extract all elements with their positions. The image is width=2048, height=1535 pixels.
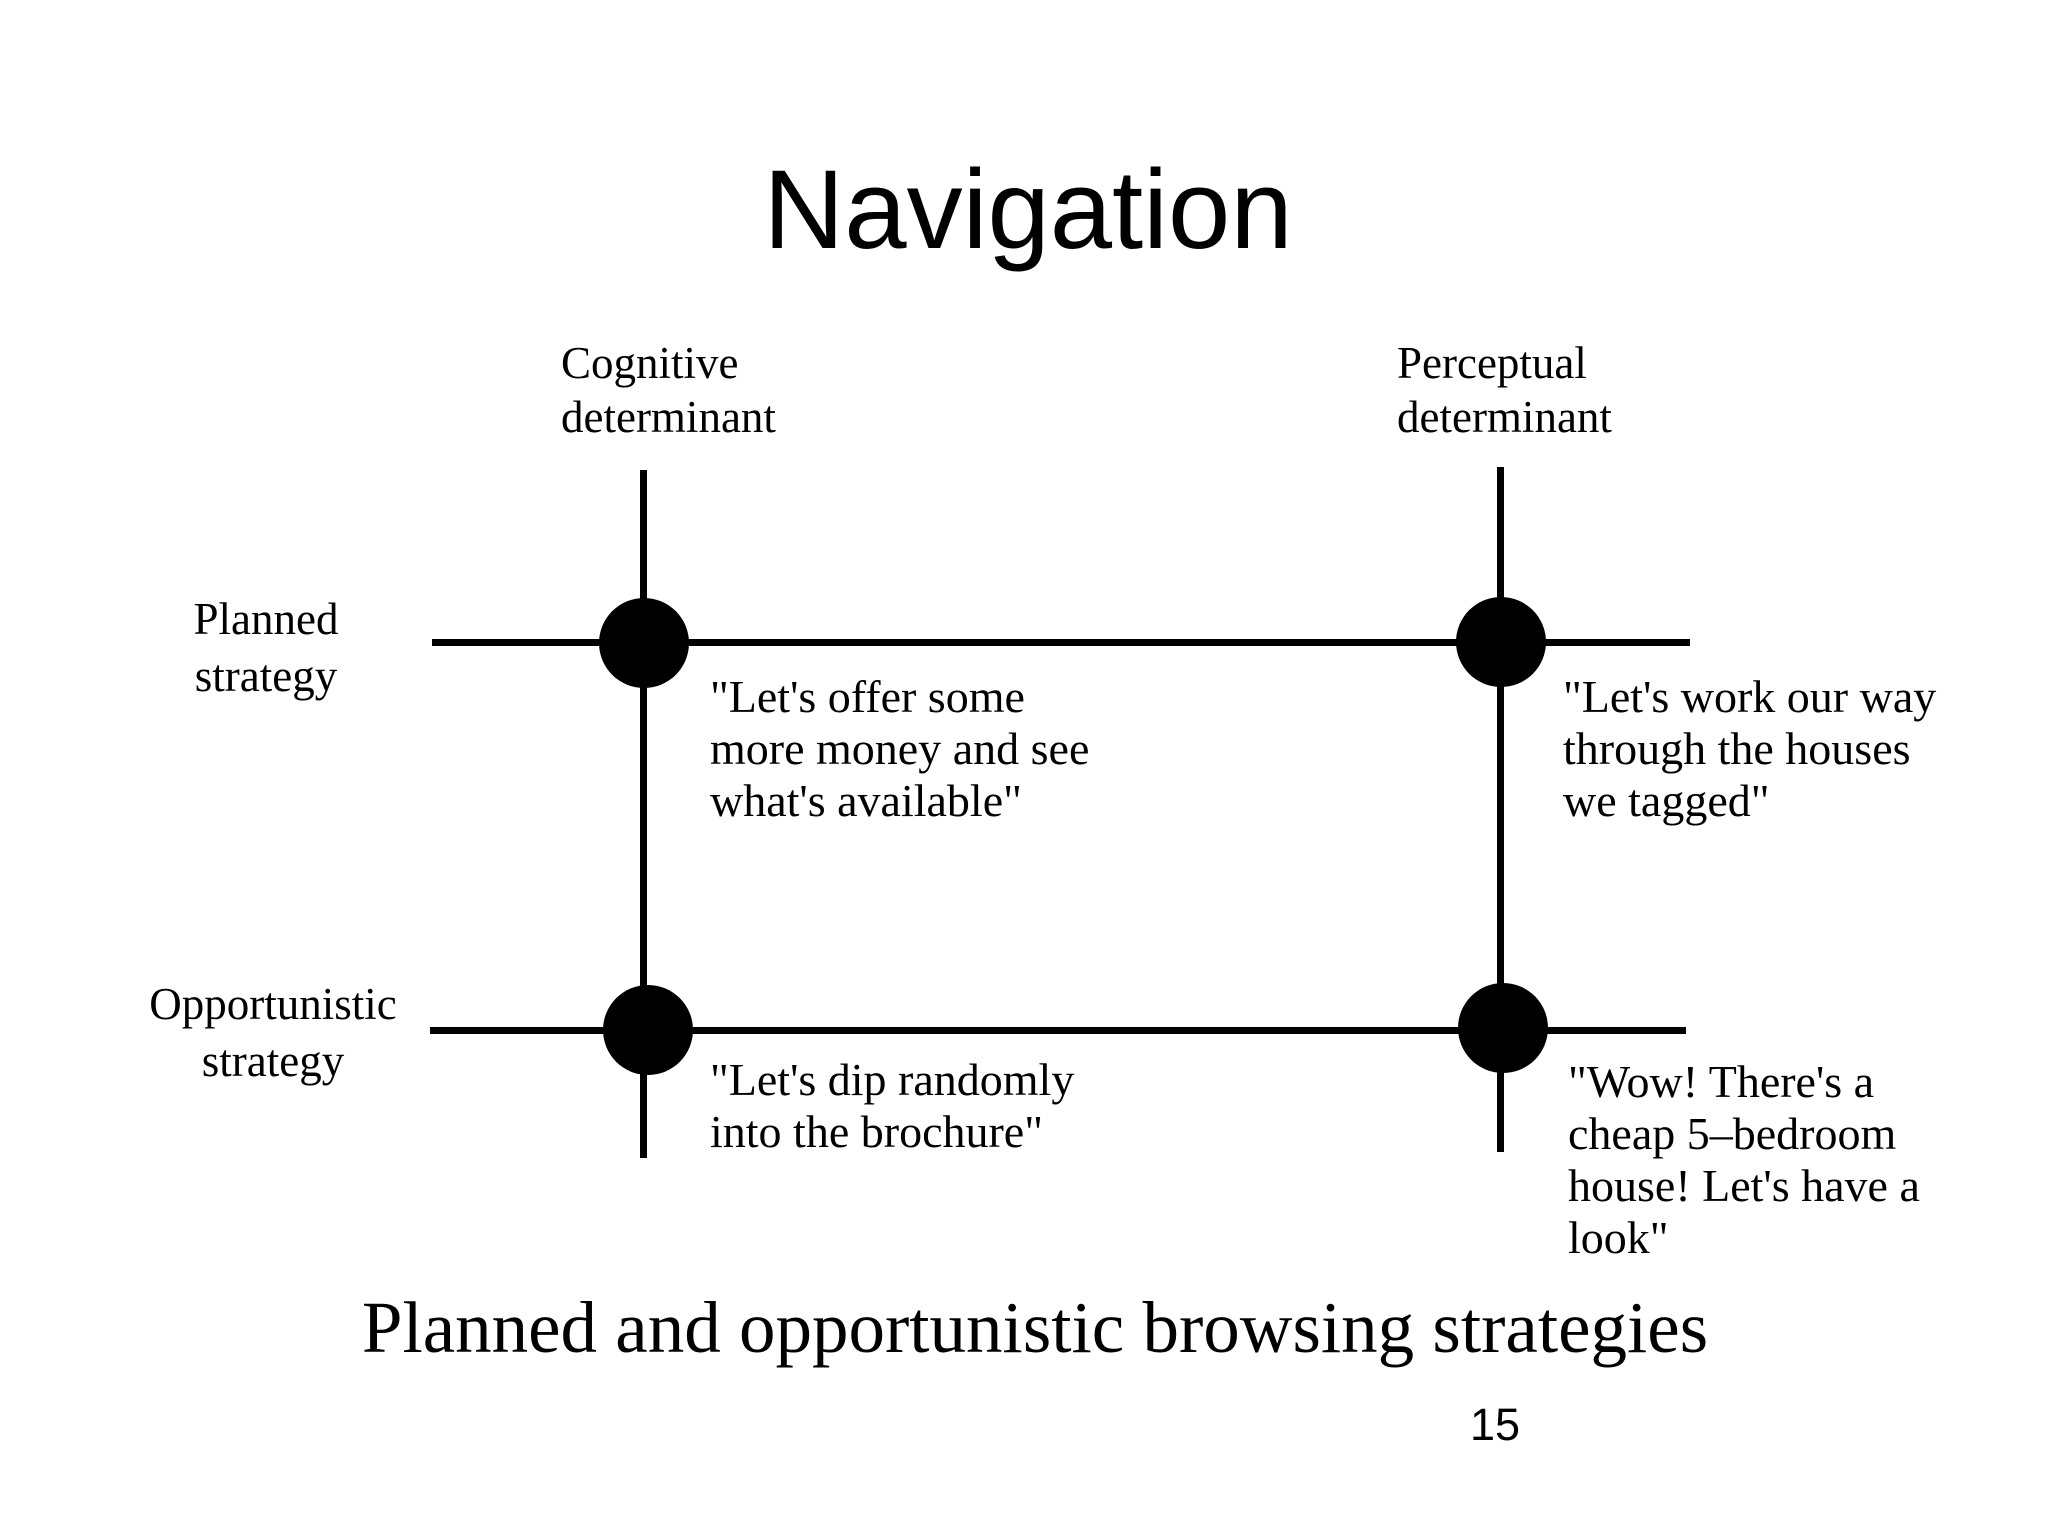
quote-planned-cognitive: "Let's offer some more money and see wha… bbox=[710, 671, 1090, 826]
row-label-planned-strategy: Planned strategy bbox=[193, 594, 339, 701]
opportunistic-strategy-axis-line bbox=[430, 1027, 1686, 1034]
node-planned-perceptual-dot bbox=[1456, 597, 1546, 687]
node-planned-cognitive-dot bbox=[599, 598, 689, 688]
row-label-opportunistic-strategy: Opportunistic strategy bbox=[149, 979, 397, 1086]
page-title: Navigation bbox=[763, 147, 1293, 272]
diagram-caption: Planned and opportunistic browsing strat… bbox=[361, 1287, 1709, 1368]
perceptual-determinant-axis-line bbox=[1497, 467, 1504, 1152]
slide-page-number: 15 bbox=[1470, 1399, 1521, 1450]
planned-strategy-axis-line bbox=[432, 639, 1690, 646]
node-opportunistic-perceptual-dot bbox=[1458, 983, 1548, 1073]
quote-planned-perceptual: "Let's work our way through the houses w… bbox=[1563, 671, 1937, 826]
quote-opportunistic-cognitive: "Let's dip randomly into the brochure" bbox=[710, 1054, 1075, 1157]
column-header-cognitive-determinant: Cognitive determinant bbox=[561, 338, 776, 442]
node-opportunistic-cognitive-dot bbox=[603, 985, 693, 1075]
cognitive-determinant-axis-line bbox=[640, 470, 647, 1158]
quote-opportunistic-perceptual: "Wow! There's a cheap 5–bedroom house! L… bbox=[1568, 1056, 1920, 1263]
column-header-perceptual-determinant: Perceptual determinant bbox=[1397, 338, 1612, 442]
